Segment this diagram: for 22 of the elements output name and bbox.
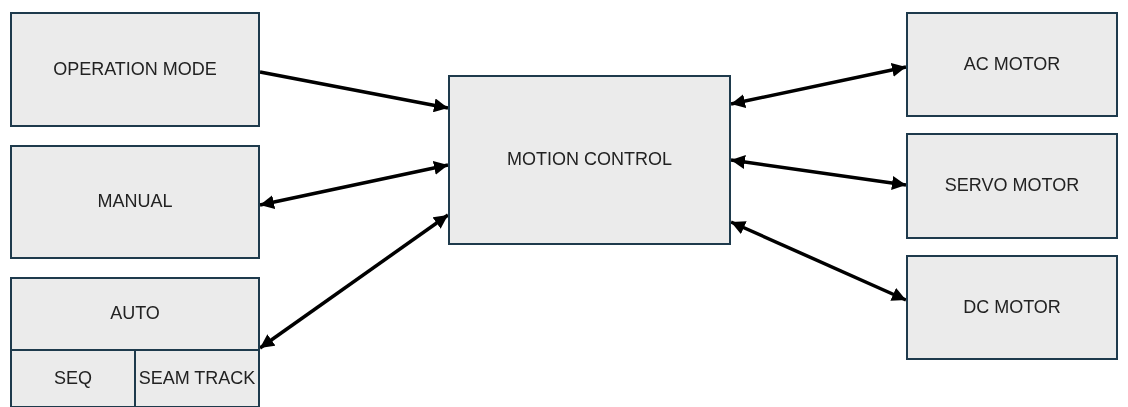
box-label: OPERATION MODE: [53, 58, 217, 81]
arrow: [259, 161, 449, 209]
process-box: [448, 75, 731, 245]
arrow: [730, 220, 907, 302]
box-label: AC MOTOR: [963, 53, 1061, 76]
arrow: [259, 213, 449, 350]
group-box: [10, 277, 260, 407]
box-label: AUTO: [110, 303, 160, 325]
process-box: [10, 12, 260, 127]
box-label: MOTION CONTROL: [507, 149, 672, 171]
process-box: [10, 145, 260, 259]
box-label: DC MOTOR: [963, 296, 1061, 319]
box-label: SEQ: [54, 367, 92, 390]
arrow: [259, 70, 449, 113]
process-box: [906, 12, 1118, 117]
process-box: [906, 255, 1118, 360]
box-label: SERVO MOTOR: [944, 175, 1080, 197]
box-label: MANUAL: [97, 191, 173, 213]
box-label: SEAM TRACK: [138, 367, 256, 390]
process-box: [906, 133, 1118, 239]
arrow: [730, 155, 907, 190]
arrow: [730, 63, 907, 108]
